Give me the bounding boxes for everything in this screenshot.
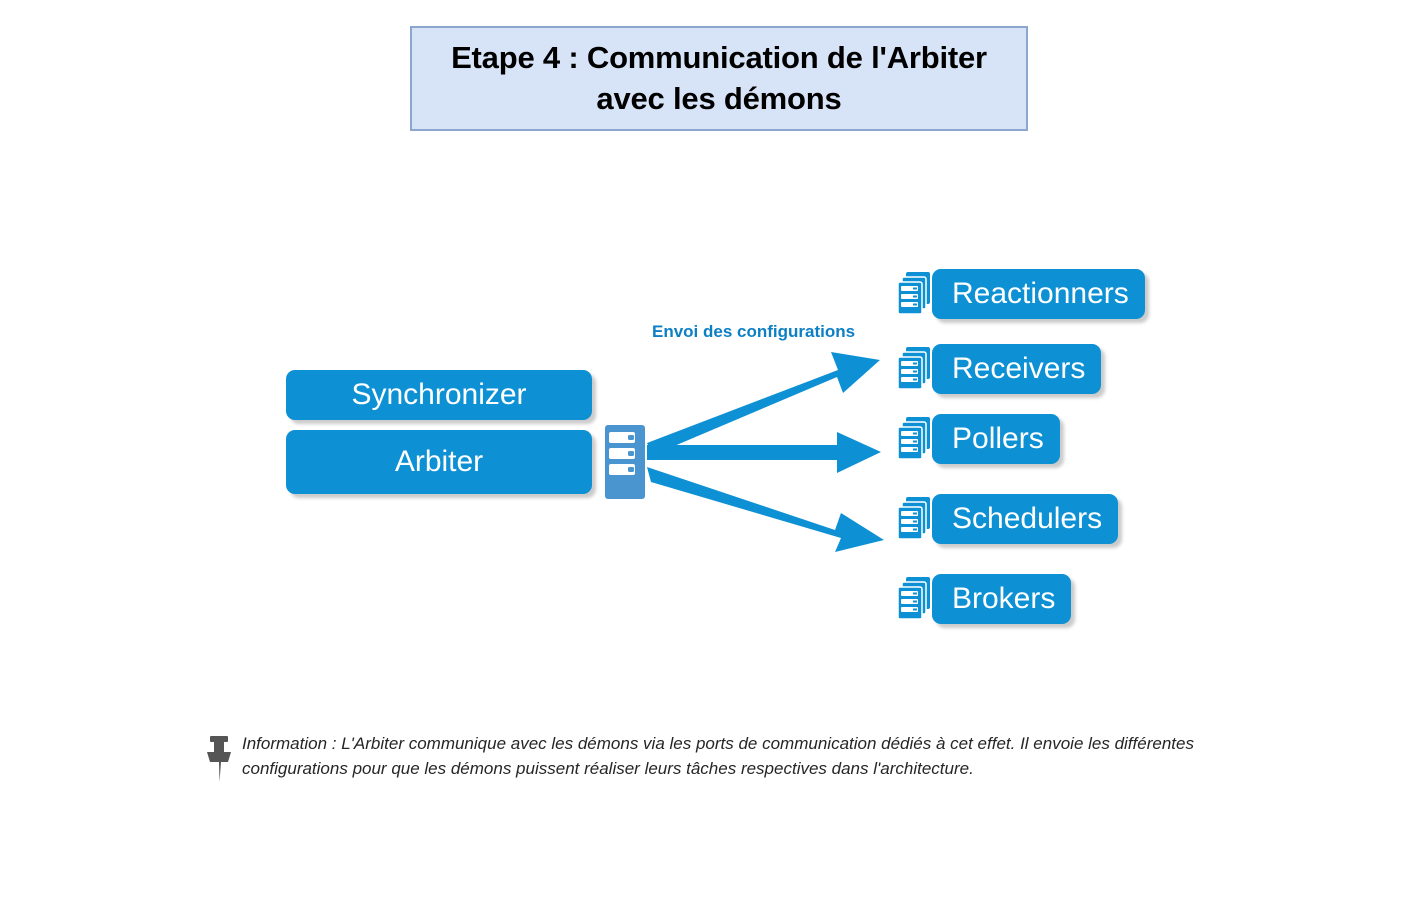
daemon-row[interactable]: Reactionners (898, 266, 1145, 322)
information-note: Information : L'Arbiter communique avec … (204, 732, 1214, 786)
arrow-down-icon (647, 467, 884, 552)
server-stack-icon (898, 417, 930, 460)
information-text: Information : L'Arbiter communique avec … (242, 734, 1194, 778)
flow-caption: Envoi des configurations (652, 322, 856, 341)
daemon-row[interactable]: Pollers (898, 411, 1060, 467)
node-arbiter[interactable]: Arbiter (286, 430, 592, 494)
server-stack-icon (898, 577, 930, 620)
pushpin-icon (207, 736, 231, 782)
daemon-row[interactable]: Brokers (898, 571, 1072, 627)
daemon-pill[interactable]: Receivers (932, 344, 1102, 394)
daemon-label: Receivers (952, 352, 1086, 385)
daemon-pill[interactable]: Pollers (932, 414, 1060, 464)
daemon-pill[interactable]: Schedulers (932, 494, 1119, 544)
server-stack-icon (898, 497, 930, 540)
daemon-label: Reactionners (952, 277, 1129, 310)
server-stack-icon (898, 347, 930, 390)
page-title: Etape 4 : Communication de l'Arbiter ave… (451, 39, 987, 116)
daemon-label: Pollers (952, 422, 1044, 455)
node-arbiter-label: Arbiter (394, 445, 484, 478)
daemon-row[interactable]: Schedulers (898, 491, 1119, 547)
daemon-pill[interactable]: Brokers (932, 574, 1072, 624)
daemon-label: Brokers (952, 582, 1056, 615)
daemon-label: Schedulers (952, 502, 1103, 535)
configuration-arrows (647, 352, 884, 552)
page-title-box: Etape 4 : Communication de l'Arbiter ave… (410, 26, 1028, 131)
daemon-pill[interactable]: Reactionners (932, 269, 1145, 319)
daemon-row[interactable]: Receivers (898, 341, 1102, 397)
node-synchronizer[interactable]: Synchronizer (286, 370, 592, 420)
arrow-up-icon (647, 352, 880, 455)
server-rack-icon (605, 425, 645, 499)
arrow-right-icon (647, 432, 881, 473)
node-synchronizer-label: Synchronizer (351, 378, 527, 411)
server-stack-icon (898, 272, 930, 315)
